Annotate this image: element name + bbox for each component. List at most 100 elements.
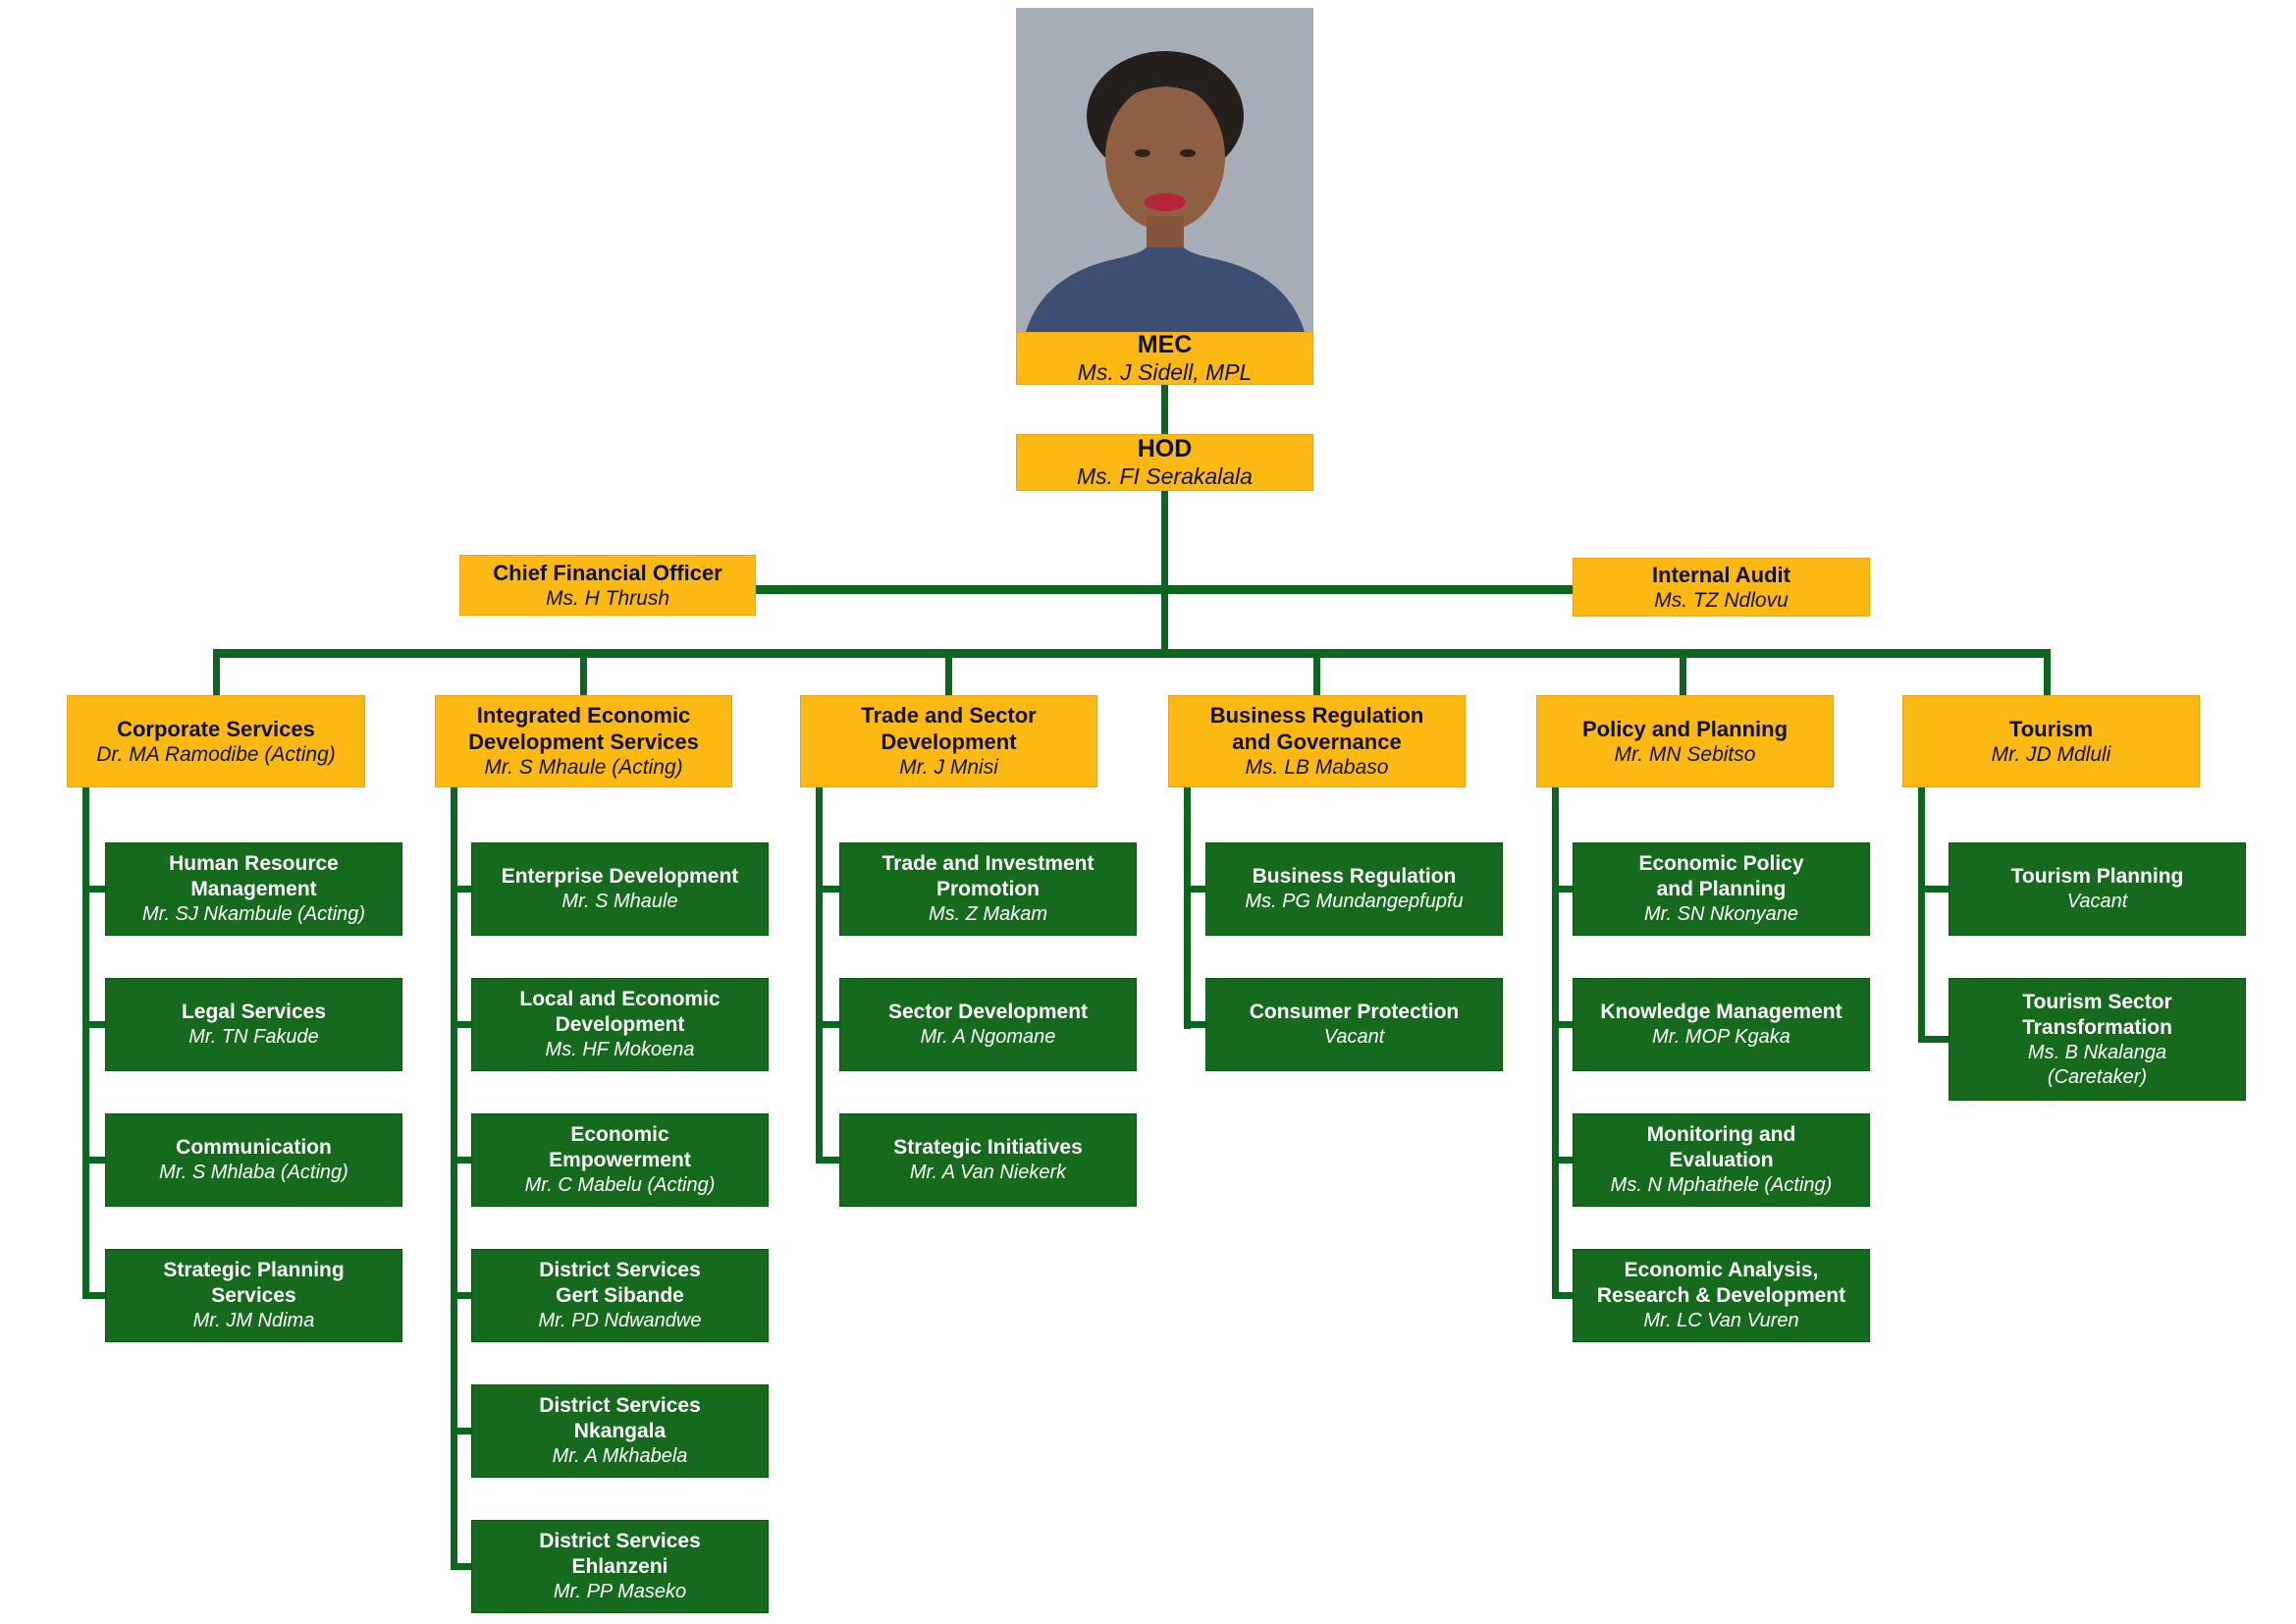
unit-name: Mr. MOP Kgaka (1652, 1026, 1790, 1048)
connector-unit-stub (451, 1563, 472, 1570)
division-name: Mr. JD Mdluli (1991, 742, 2111, 766)
unit-title: Communication (176, 1136, 332, 1159)
division-name: Mr. MN Sebitso (1614, 742, 1756, 766)
internal-audit-title: Internal Audit (1652, 562, 1790, 587)
unit-name: Ms. HF Mokoena (545, 1039, 695, 1060)
division-name: Ms. LB Mabaso (1245, 756, 1389, 779)
unit-box-sector-development: Sector Development Mr. A Ngomane (839, 978, 1137, 1071)
unit-box-business-regulation: Business Regulation Ms. PG Mundangepfupf… (1205, 842, 1503, 936)
unit-name: Mr. S Mhlaba (Acting) (159, 1162, 348, 1183)
unit-title: Business Regulation (1252, 865, 1457, 888)
unit-title: Strategic Initiatives (893, 1136, 1083, 1159)
unit-title: Economic Analysis, Research & Developmen… (1596, 1259, 1846, 1307)
unit-name: Mr. A Mkhabela (552, 1445, 688, 1467)
unit-box-legal-services: Legal Services Mr. TN Fakude (105, 978, 402, 1071)
unit-title: District Services Nkangala (539, 1394, 701, 1442)
unit-box-tourism-sector-transformation: Tourism Sector Transformation Ms. B Nkal… (1949, 978, 2246, 1101)
unit-title: District Services Gert Sibande (539, 1259, 701, 1307)
division-title: Tourism (2008, 716, 2094, 741)
unit-box-strategic-initiatives: Strategic Initiatives Mr. A Van Niekerk (839, 1113, 1137, 1207)
connector-unit-stub (451, 1292, 472, 1299)
division-name: Dr. MA Ramodibe (Acting) (96, 742, 336, 766)
unit-title: Tourism Sector Transformation (2022, 990, 2172, 1039)
unit-box-trade-investment-promotion: Trade and Investment Promotion Ms. Z Mak… (839, 842, 1137, 936)
connector-division-stub (213, 649, 220, 695)
unit-box-district-services-gert-sibande: District Services Gert Sibande Mr. PD Nd… (471, 1249, 769, 1342)
connector-cfo-audit (756, 585, 1574, 594)
division-title: Business Regulation and Governance (1209, 703, 1424, 754)
division-box-trade-sector-development: Trade and Sector Development Mr. J Mnisi (800, 695, 1097, 787)
mec-portrait-photo (1016, 8, 1313, 332)
unit-box-monitoring-evaluation: Monitoring and Evaluation Ms. N Mphathel… (1573, 1113, 1870, 1207)
connector-unit-stub (451, 886, 472, 893)
connector-hod-branches (1161, 491, 1168, 653)
unit-title: District Services Ehlanzeni (539, 1530, 701, 1578)
connector-spine (1552, 785, 1559, 1299)
internal-audit-box: Internal Audit Ms. TZ Ndlovu (1573, 558, 1870, 617)
unit-title: Tourism Planning (2010, 865, 2184, 888)
connector-mec-hod (1161, 385, 1168, 434)
connector-division-stub (2044, 649, 2051, 695)
unit-box-human-resource-management: Human Resource Management Mr. SJ Nkambul… (105, 842, 402, 936)
connector-unit-stub (82, 1021, 106, 1028)
connector-unit-stub (451, 1021, 472, 1028)
internal-audit-name: Ms. TZ Ndlovu (1654, 588, 1789, 612)
unit-name: Mr. S Mhaule (561, 891, 678, 912)
unit-box-local-economic-development: Local and Economic Development Ms. HF Mo… (471, 978, 769, 1071)
unit-title: Legal Services (181, 1001, 327, 1023)
unit-title: Consumer Protection (1249, 1001, 1460, 1023)
connector-unit-stub (1552, 886, 1574, 893)
unit-name: Vacant (1323, 1026, 1385, 1048)
division-title: Integrated Economic Development Services (468, 703, 699, 754)
division-box-business-regulation: Business Regulation and Governance Ms. L… (1168, 695, 1466, 787)
mec-title: MEC (1137, 331, 1193, 358)
unit-box-enterprise-development: Enterprise Development Mr. S Mhaule (471, 842, 769, 936)
cfo-box: Chief Financial Officer Ms. H Thrush (459, 555, 756, 616)
unit-name: Mr. A Ngomane (920, 1026, 1056, 1048)
connector-spine (82, 785, 89, 1299)
division-title: Corporate Services (117, 716, 315, 741)
unit-box-economic-policy-planning: Economic Policy and Planning Mr. SN Nkon… (1573, 842, 1870, 936)
unit-box-tourism-planning: Tourism Planning Vacant (1949, 842, 2246, 936)
division-title: Trade and Sector Development (861, 703, 1037, 754)
connector-unit-stub (82, 1292, 106, 1299)
connector-branch-bar (213, 649, 2051, 658)
unit-name: Mr. LC Van Vuren (1643, 1310, 1799, 1331)
cfo-title: Chief Financial Officer (493, 560, 722, 585)
unit-name: Mr. C Mabelu (Acting) (524, 1174, 716, 1196)
unit-name: Mr. SJ Nkambule (Acting) (141, 903, 366, 925)
connector-spine (816, 785, 823, 1164)
unit-box-district-services-nkangala: District Services Nkangala Mr. A Mkhabel… (471, 1384, 769, 1478)
connector-unit-stub (1184, 886, 1206, 893)
connector-unit-stub (1184, 1021, 1206, 1028)
connector-unit-stub (451, 1428, 472, 1435)
unit-title: Economic Policy and Planning (1638, 852, 1804, 900)
unit-title: Local and Economic Development (519, 988, 721, 1036)
connector-unit-stub (816, 886, 840, 893)
unit-title: Enterprise Development (501, 865, 739, 888)
connector-unit-stub (82, 886, 106, 893)
connector-unit-stub (82, 1157, 106, 1164)
unit-name: Mr. PD Ndwandwe (538, 1310, 702, 1331)
unit-box-communication: Communication Mr. S Mhlaba (Acting) (105, 1113, 402, 1207)
unit-box-district-services-ehlanzeni: District Services Ehlanzeni Mr. PP Masek… (471, 1520, 769, 1613)
division-name: Mr. S Mhaule (Acting) (484, 756, 683, 779)
unit-name: Mr. A Van Niekerk (909, 1162, 1067, 1183)
connector-division-stub (1680, 649, 1686, 695)
unit-name: Mr. PP Maseko (553, 1581, 687, 1602)
mec-box: MEC Ms. J Sidell, MPL (1016, 331, 1313, 385)
connector-division-stub (945, 649, 952, 695)
unit-title: Monitoring and Evaluation (1646, 1123, 1796, 1171)
hod-box: HOD Ms. FI Serakalala (1016, 434, 1313, 491)
unit-box-consumer-protection: Consumer Protection Vacant (1205, 978, 1503, 1071)
unit-title: Human Resource Management (169, 852, 339, 900)
unit-title: Knowledge Management (1600, 1001, 1842, 1023)
connector-division-stub (1313, 649, 1320, 695)
unit-name: Ms. Z Makam (928, 903, 1048, 925)
unit-name: Mr. TN Fakude (188, 1026, 319, 1048)
connector-unit-stub (1918, 886, 1949, 893)
connector-spine (1918, 785, 1925, 1043)
division-box-policy-planning: Policy and Planning Mr. MN Sebitso (1536, 695, 1834, 787)
connector-unit-stub (451, 1157, 472, 1164)
